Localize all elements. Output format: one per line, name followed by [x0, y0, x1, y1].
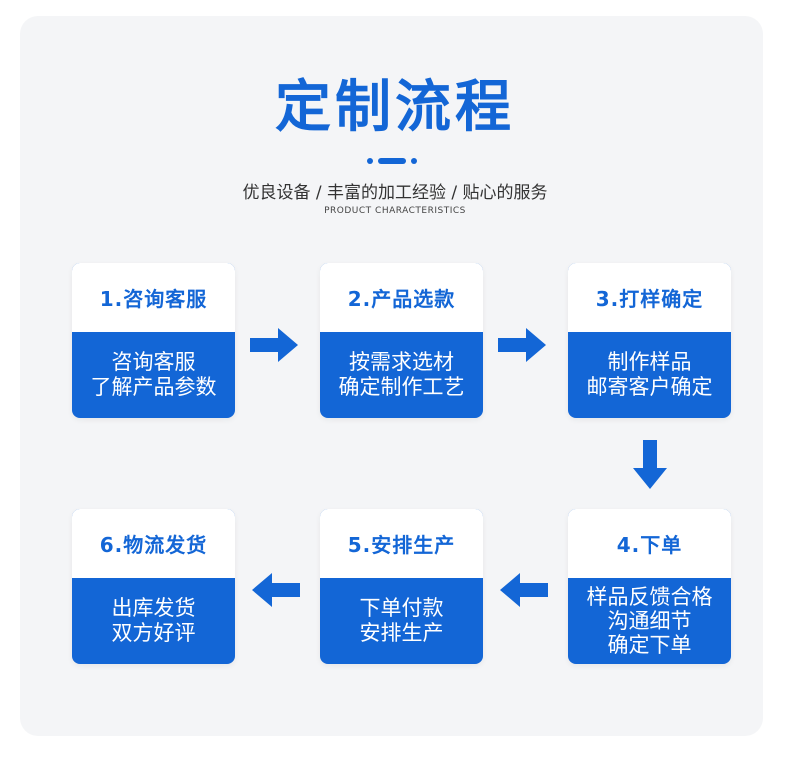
step-line: 下单付款 — [359, 596, 444, 620]
step-line: 咨询客服 — [111, 350, 196, 374]
arrow-right-icon — [250, 328, 298, 362]
step-body: 制作样品 邮寄客户确定 — [568, 332, 731, 418]
step-card-3: 3.打样确定 制作样品 邮寄客户确定 — [568, 263, 731, 418]
step-body: 样品反馈合格 沟通细节 确定下单 — [568, 578, 731, 664]
step-line: 了解产品参数 — [90, 375, 217, 399]
step-heading: 4.下单 — [568, 509, 731, 578]
divider-dot-right — [411, 158, 417, 164]
step-line: 沟通细节 — [607, 609, 692, 633]
step-body: 出库发货 双方好评 — [72, 578, 235, 664]
step-heading: 6.物流发货 — [72, 509, 235, 578]
arrow-right-icon — [498, 328, 546, 362]
divider-dash — [378, 158, 406, 164]
step-line: 确定制作工艺 — [338, 375, 465, 399]
step-line: 双方好评 — [111, 621, 196, 645]
arrow-left-icon — [500, 573, 548, 607]
step-body: 咨询客服 了解产品参数 — [72, 332, 235, 418]
arrow-down-icon — [633, 440, 667, 489]
title-divider — [0, 156, 790, 166]
page-title: 定制流程 — [275, 75, 515, 140]
step-line: 样品反馈合格 — [586, 585, 713, 609]
step-body: 按需求选材 确定制作工艺 — [320, 332, 483, 418]
step-line: 确定下单 — [607, 633, 692, 657]
step-body: 下单付款 安排生产 — [320, 578, 483, 664]
step-line: 制作样品 — [607, 350, 692, 374]
subtitle: 优良设备 / 丰富的加工经验 / 贴心的服务 — [242, 183, 548, 203]
step-card-5: 5.安排生产 下单付款 安排生产 — [320, 509, 483, 664]
step-card-6: 6.物流发货 出库发货 双方好评 — [72, 509, 235, 664]
step-card-1: 1.咨询客服 咨询客服 了解产品参数 — [72, 263, 235, 418]
step-line: 按需求选材 — [349, 350, 454, 374]
step-heading: 5.安排生产 — [320, 509, 483, 578]
step-card-4: 4.下单 样品反馈合格 沟通细节 确定下单 — [568, 509, 731, 664]
step-heading: 2.产品选款 — [320, 263, 483, 332]
step-line: 邮寄客户确定 — [586, 375, 713, 399]
step-card-2: 2.产品选款 按需求选材 确定制作工艺 — [320, 263, 483, 418]
step-heading: 3.打样确定 — [568, 263, 731, 332]
step-line: 出库发货 — [111, 596, 196, 620]
subtitle-english: PRODUCT CHARACTERISTICS — [324, 206, 466, 216]
step-line: 安排生产 — [359, 621, 444, 645]
arrow-left-icon — [252, 573, 300, 607]
divider-dot-left — [367, 158, 373, 164]
step-heading: 1.咨询客服 — [72, 263, 235, 332]
